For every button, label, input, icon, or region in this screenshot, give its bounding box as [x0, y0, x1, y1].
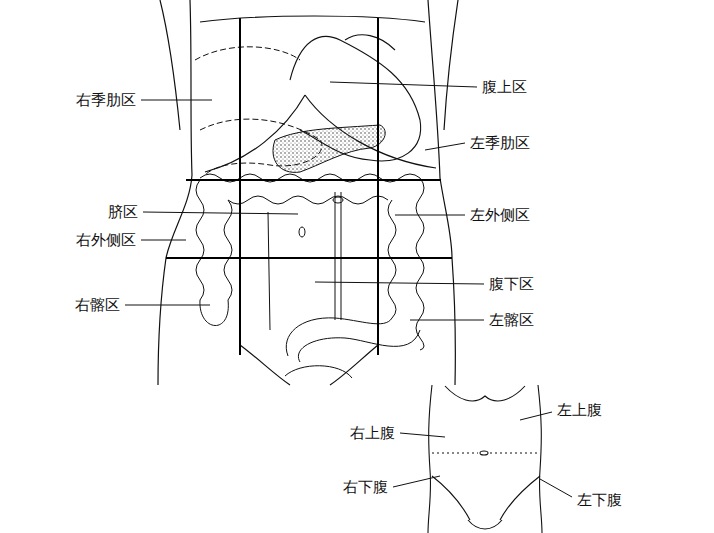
region-label: 腹上区	[481, 78, 528, 96]
region-label: 腹下区	[488, 275, 535, 293]
region-label: 右下腹	[342, 478, 389, 496]
colon	[196, 174, 424, 378]
region-label: 左外侧区	[469, 206, 531, 224]
region-label: 右髂区	[74, 296, 121, 314]
region-label: 左髂区	[488, 311, 535, 329]
region-label: 左下腹	[576, 491, 623, 509]
vessel	[268, 192, 343, 330]
region-label: 脐区	[107, 203, 139, 221]
pancreas	[273, 125, 385, 172]
torso-outline	[158, 0, 458, 385]
inset-torso	[428, 385, 542, 533]
region-label: 左上腹	[556, 401, 603, 419]
leader-line	[125, 82, 572, 497]
region-label: 右外侧区	[75, 231, 137, 249]
region-label: 右季肋区	[75, 91, 137, 109]
region-label: 左季肋区	[469, 134, 531, 152]
region-grid	[166, 18, 452, 355]
region-label: 右上腹	[349, 424, 396, 442]
